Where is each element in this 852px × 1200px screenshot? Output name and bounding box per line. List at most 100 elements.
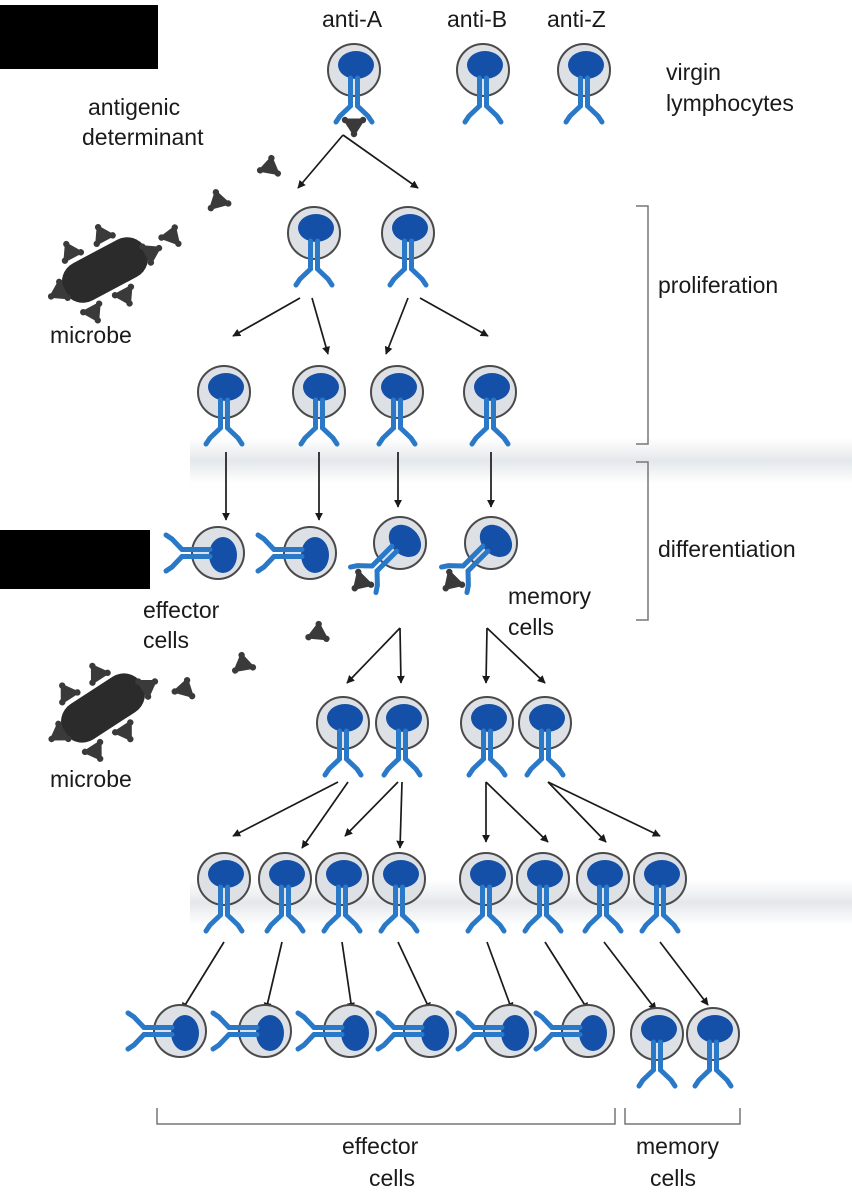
cell-nucleus — [326, 860, 362, 888]
cell-nucleus — [467, 51, 503, 79]
lymphocyte-cell — [163, 526, 245, 580]
lymphocyte-cell — [348, 516, 427, 595]
receptor-icon — [524, 728, 566, 778]
arrow — [547, 781, 661, 837]
lymphocyte-cell — [292, 365, 346, 447]
arrow — [396, 627, 405, 684]
receptor-icon — [533, 1010, 583, 1052]
lymphocyte-cell — [197, 365, 251, 447]
bracket — [636, 205, 649, 445]
antigen-icon — [158, 224, 182, 247]
antigen-icon — [59, 682, 81, 706]
label-determinant: determinant — [82, 124, 204, 150]
receptor-icon — [387, 238, 429, 288]
lymphocyte-cell — [686, 1007, 740, 1089]
lymphocyte-cell — [381, 206, 435, 288]
bracket — [156, 1108, 616, 1125]
lymphocyte-cell — [372, 852, 426, 934]
cell-nucleus — [303, 373, 339, 401]
lymphocyte-cell — [455, 1004, 537, 1058]
arrow — [341, 941, 355, 1011]
label-memory-mid: memory — [508, 583, 592, 609]
cell-nucleus — [421, 1015, 449, 1051]
lymphocyte-cell — [370, 365, 424, 447]
label-antigenic: antigenic — [88, 94, 181, 120]
lymphocyte-cell — [630, 1007, 684, 1089]
cell-nucleus — [697, 1015, 733, 1043]
arrow — [396, 781, 405, 849]
lymphocyte-cell — [287, 206, 341, 288]
lymphocyte-cell — [518, 696, 572, 778]
receptor-icon — [203, 884, 245, 934]
cell-nucleus — [209, 537, 237, 573]
antigen-icon — [256, 154, 282, 177]
receptor-icon — [522, 884, 564, 934]
lymphocyte-cell — [460, 696, 514, 778]
cell-nucleus — [644, 860, 680, 888]
lymphocyte-cell — [315, 852, 369, 934]
bracket — [624, 1108, 741, 1125]
receptor-icon — [563, 75, 605, 125]
label-memory-bottom: memory — [636, 1133, 720, 1159]
lymphocyte-cell — [533, 1004, 615, 1058]
receptor-icon — [348, 543, 400, 595]
receptor-icon — [439, 543, 491, 595]
microbe-icon — [48, 662, 159, 762]
label-effector-mid: effector — [143, 597, 220, 623]
antigen-icon — [341, 116, 367, 138]
lymphocyte-cell — [316, 696, 370, 778]
receptor-icon — [465, 884, 507, 934]
bracket — [636, 461, 649, 621]
receptor-icon — [295, 1010, 345, 1052]
antigen-icon — [111, 283, 135, 307]
arrow — [346, 627, 401, 684]
lymphocyte-cell — [576, 852, 630, 934]
cell-nucleus — [527, 860, 563, 888]
arrow — [485, 781, 549, 843]
antigen-icon — [48, 720, 72, 743]
label-cells-memory-bottom: cells — [650, 1165, 697, 1191]
receptor-icon — [322, 728, 364, 778]
arrow — [544, 941, 589, 1011]
receptor-icon — [125, 1010, 175, 1052]
arrow — [547, 781, 607, 843]
label-cells-effector-bottom: cells — [369, 1165, 416, 1191]
arrow — [603, 941, 657, 1011]
lymphocyte-cell — [258, 852, 312, 934]
receptor-icon — [582, 884, 624, 934]
lymphocyte-cell — [557, 43, 611, 125]
cell-nucleus — [474, 373, 510, 401]
lymphocyte-cell — [439, 516, 518, 595]
cell-nucleus — [381, 373, 417, 401]
label-anti-a: anti-A — [322, 6, 383, 32]
arrow — [397, 941, 431, 1011]
antigen-icon — [171, 677, 196, 700]
cell-nucleus — [341, 1015, 369, 1051]
cell-nucleus — [386, 704, 422, 732]
receptor-icon — [293, 238, 335, 288]
antigen-icon — [81, 738, 104, 762]
antigen-icon — [89, 662, 111, 686]
arrow — [263, 941, 283, 1011]
lymphocyte-cell — [255, 526, 337, 580]
lymphocyte-cell — [516, 852, 570, 934]
cell-nucleus — [529, 704, 565, 732]
antigen-icon — [135, 678, 159, 700]
antigen-icon — [47, 278, 71, 301]
lymphocyte-cell — [197, 852, 251, 934]
arrow — [482, 627, 491, 684]
antigen-icon — [231, 651, 257, 674]
receptor-icon — [636, 1039, 678, 1089]
cell-nucleus — [327, 704, 363, 732]
arrow — [419, 297, 489, 337]
receptor-icon — [210, 1010, 260, 1052]
arrow — [344, 781, 399, 837]
antigen-icon — [139, 243, 163, 266]
cell-nucleus — [471, 704, 507, 732]
antigen-icon — [80, 300, 103, 324]
lymphocyte-cell — [210, 1004, 292, 1058]
lymphocyte-cell — [327, 43, 381, 138]
cell-nucleus — [383, 860, 419, 888]
receptor-icon — [333, 75, 375, 125]
arrow — [311, 297, 330, 355]
